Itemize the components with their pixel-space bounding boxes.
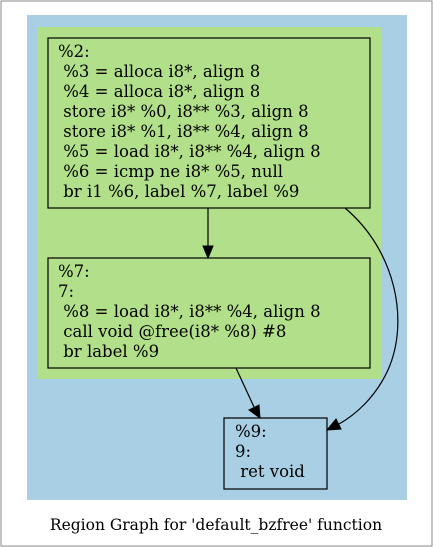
node-block-9[interactable]: %9: 9: ret void [223, 417, 328, 490]
node-block-7-text: %7: 7: %8 = load i8*, i8** %4, align 8 c… [58, 262, 326, 361]
edge-2-to-9 [325, 207, 399, 431]
graph-caption: Region Graph for 'default_bzfree' functi… [50, 516, 382, 534]
node-block-2-text: %2: %3 = alloca i8*, align 8 %4 = alloca… [58, 42, 326, 201]
node-block-7[interactable]: %7: 7: %8 = load i8*, i8** %4, align 8 c… [47, 257, 371, 369]
node-block-2[interactable]: %2: %3 = alloca i8*, align 8 %4 = alloca… [47, 37, 371, 209]
edge-7-to-9 [235, 367, 261, 420]
node-block-9-text: %9: 9: ret void [235, 422, 305, 481]
edge-2-to-7 [202, 208, 214, 260]
